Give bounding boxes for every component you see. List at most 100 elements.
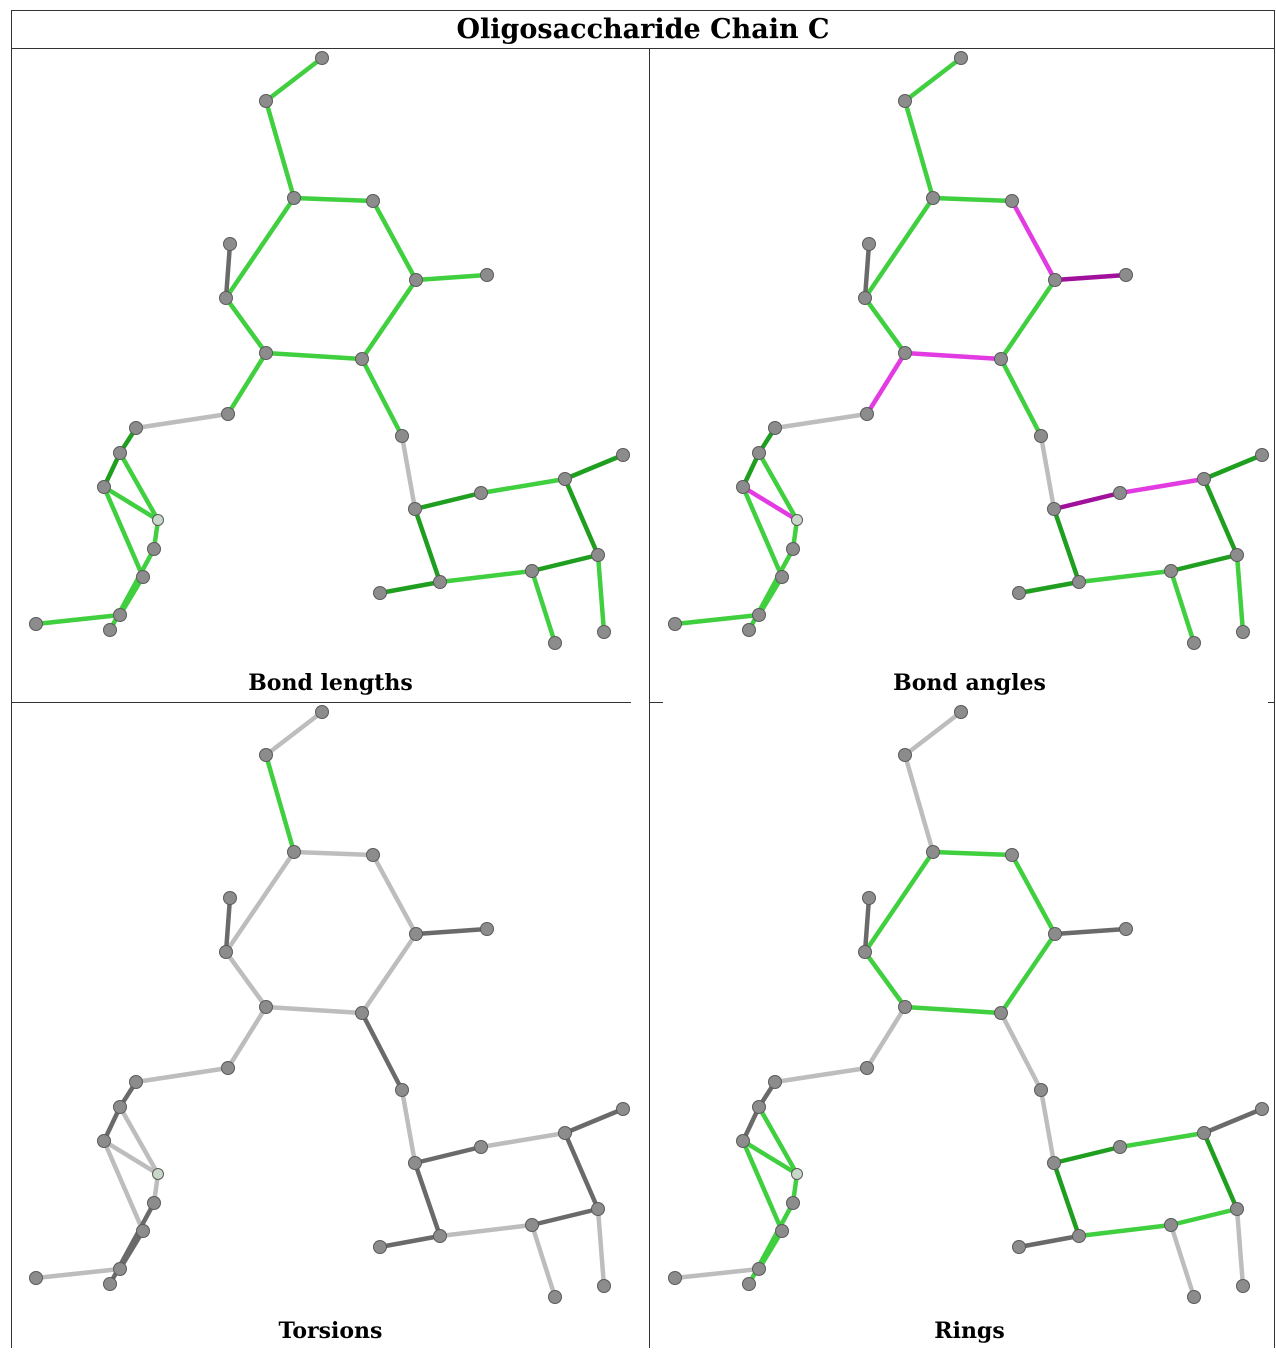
column-divider [649, 49, 650, 1348]
atom [862, 237, 876, 251]
atom [591, 548, 605, 562]
bond [117, 1104, 161, 1177]
atom [1255, 448, 1269, 462]
bond [1168, 568, 1197, 646]
bond [478, 1130, 568, 1150]
atom [113, 608, 127, 622]
bond [1051, 506, 1082, 585]
bond [359, 356, 405, 439]
bond [772, 1065, 870, 1085]
atom [558, 472, 572, 486]
atom [1113, 486, 1127, 500]
bond [133, 411, 231, 431]
atom [791, 1168, 803, 1180]
atom [152, 1168, 164, 1180]
bond [291, 849, 376, 858]
atom [558, 1126, 572, 1140]
bond [291, 195, 376, 204]
atom [775, 570, 789, 584]
bond [864, 1004, 908, 1071]
atom [97, 1134, 111, 1148]
panel-rings: Rings [651, 704, 1276, 1356]
atom [480, 268, 494, 282]
panel-bond-angles: Bond angles [651, 50, 1276, 702]
atom [1230, 1202, 1244, 1216]
bond [862, 849, 936, 955]
bond [902, 98, 936, 201]
atom [752, 1262, 766, 1276]
bond [133, 1065, 231, 1085]
molecule-structure-torsions [29, 705, 630, 1304]
bond [595, 1206, 607, 1289]
atom [898, 748, 912, 762]
atom [147, 542, 161, 556]
bond [413, 926, 490, 937]
bond [101, 1138, 161, 1177]
panel-caption: Rings [934, 1318, 1005, 1344]
atom [1005, 848, 1019, 862]
bond [1201, 476, 1240, 558]
bond [223, 195, 297, 301]
atom [474, 1140, 488, 1154]
atom [860, 1061, 874, 1075]
bond [33, 612, 123, 627]
atom [597, 1279, 611, 1293]
atom [315, 51, 329, 65]
bond [930, 195, 1015, 204]
bond [1051, 1144, 1123, 1166]
atom [1164, 1218, 1178, 1232]
bond [117, 1228, 146, 1272]
atom [259, 346, 273, 360]
atom [752, 446, 766, 460]
bond [1117, 476, 1207, 496]
atom [791, 514, 803, 526]
atom [259, 94, 273, 108]
atom [860, 407, 874, 421]
table-frame [11, 10, 1275, 1348]
atom [1236, 625, 1250, 639]
bond [412, 1144, 484, 1166]
atom [1034, 1083, 1048, 1097]
bond [412, 1160, 443, 1239]
atom [768, 421, 782, 435]
bond [1076, 568, 1174, 585]
atom [858, 291, 872, 305]
atom [736, 480, 750, 494]
bond [412, 506, 443, 585]
bond [902, 350, 1004, 362]
bond [223, 295, 269, 356]
atom [366, 848, 380, 862]
bond [377, 1233, 443, 1250]
atom [287, 845, 301, 859]
atom [1119, 922, 1133, 936]
bond [359, 277, 419, 362]
bond [223, 241, 233, 301]
atom [129, 1075, 143, 1089]
atom [1164, 564, 1178, 578]
bond [263, 98, 297, 201]
atom [480, 922, 494, 936]
bond [263, 1004, 365, 1016]
atom [409, 273, 423, 287]
bond [902, 752, 936, 855]
row-divider-right [1268, 702, 1274, 703]
atom [373, 1240, 387, 1254]
bond [223, 949, 269, 1010]
atom [219, 291, 233, 305]
atom [287, 191, 301, 205]
bond [399, 433, 418, 512]
atom [954, 705, 968, 719]
bond [101, 484, 146, 580]
atom [548, 1290, 562, 1304]
atom [136, 1224, 150, 1238]
atom [1012, 586, 1026, 600]
bond [1038, 1087, 1057, 1166]
bond [902, 709, 964, 758]
bond [1016, 579, 1082, 596]
atom [366, 194, 380, 208]
atom [221, 1061, 235, 1075]
atom [742, 1277, 756, 1291]
atom [259, 748, 273, 762]
bond [101, 484, 161, 523]
atom [315, 705, 329, 719]
